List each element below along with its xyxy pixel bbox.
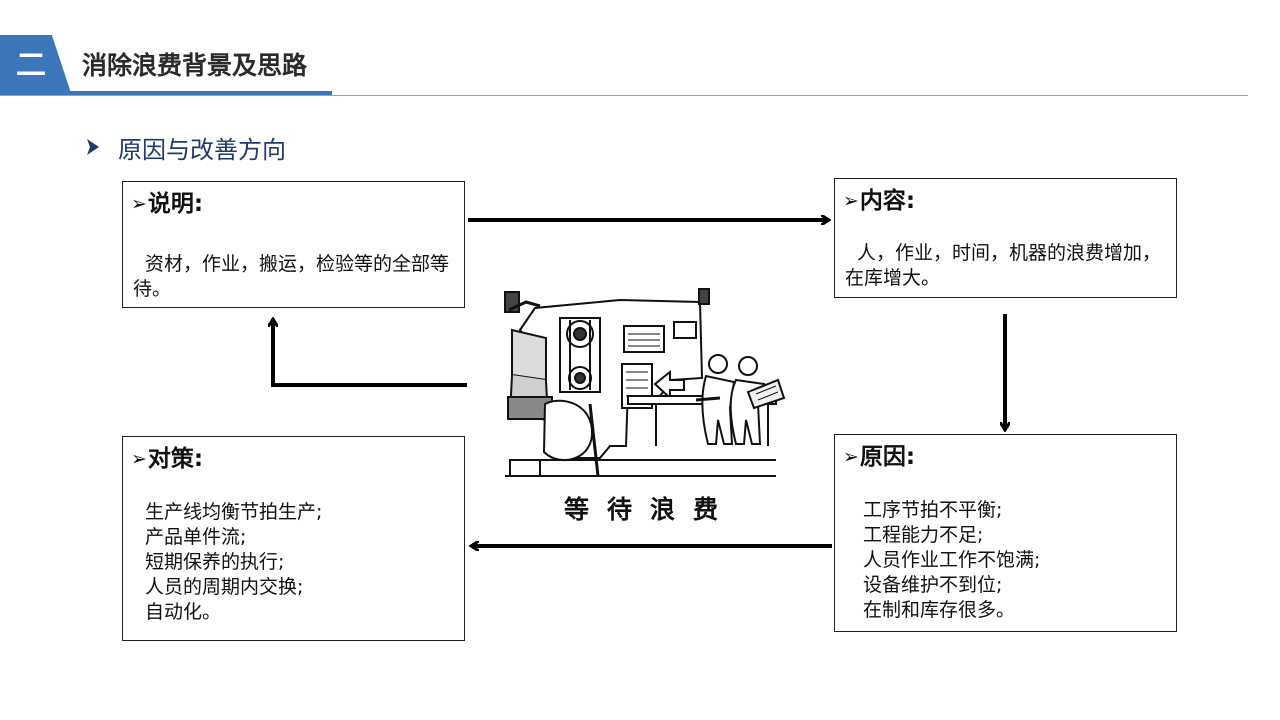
cause-item: 工程能力不足; <box>863 524 984 546</box>
arrow-back-to-explain <box>273 320 467 387</box>
countermeasure-item: 自动化。 <box>145 601 222 623</box>
content-heading: ➢ 内容: <box>843 185 915 217</box>
cause-item: 人员作业工作不饱满; <box>863 549 1041 571</box>
chevron-right-icon <box>87 139 99 155</box>
explanation-text: 资材，作业，搬运，检验等的全部等待。 <box>133 253 450 300</box>
section-number: 二 <box>16 48 46 83</box>
title-underline-accent <box>70 91 332 96</box>
cause-item: 设备维护不到位; <box>863 574 1003 596</box>
page-title: 消除浪费背景及思路 <box>82 51 308 80</box>
section-subtitle: 原因与改善方向 <box>82 130 286 164</box>
waiting-machine-illustration <box>504 288 786 477</box>
content-title: 内容: <box>859 188 916 214</box>
countermeasure-item: 产品单件流; <box>145 526 247 548</box>
countermeasure-item: 人员的周期内交换; <box>145 576 304 598</box>
causes-list: 工序节拍不平衡; 工程能力不足; 人员作业工作不饱满; 设备维护不到位; 在制和… <box>863 498 1040 623</box>
content-body: 人，作业，时间，机器的浪费增加，在库增大。 <box>845 241 1169 291</box>
arrowhead-bullet-icon: ➢ <box>843 190 859 212</box>
content-box: ➢ 内容: 人，作业，时间，机器的浪费增加，在库增大。 <box>834 178 1177 298</box>
explanation-box: ➢ 说明: 资材，作业，搬运，检验等的全部等待。 <box>122 181 465 308</box>
countermeasures-list: 生产线均衡节拍生产; 产品单件流; 短期保养的执行; 人员的周期内交换; 自动化… <box>145 500 322 625</box>
cause-item: 在制和库存很多。 <box>863 599 1016 621</box>
arrowhead-bullet-icon: ➢ <box>843 446 859 468</box>
causes-heading: ➢ 原因: <box>843 441 915 473</box>
causes-title: 原因: <box>859 444 916 470</box>
explanation-body: 资材，作业，搬运，检验等的全部等待。 <box>133 252 455 302</box>
explanation-title: 说明: <box>147 191 204 217</box>
arrowhead-bullet-icon: ➢ <box>131 448 147 470</box>
content-text: 人，作业，时间，机器的浪费增加，在库增大。 <box>845 242 1162 289</box>
countermeasures-title: 对策: <box>147 446 204 472</box>
causes-box: ➢ 原因: 工序节拍不平衡; 工程能力不足; 人员作业工作不饱满; 设备维护不到… <box>834 434 1177 632</box>
arrowhead-bullet-icon: ➢ <box>131 193 147 215</box>
title-divider <box>0 95 1248 96</box>
subtitle-text: 原因与改善方向 <box>118 135 286 164</box>
countermeasure-item: 短期保养的执行; <box>145 551 285 573</box>
countermeasure-item: 生产线均衡节拍生产; <box>145 501 323 523</box>
countermeasures-heading: ➢ 对策: <box>131 443 203 475</box>
explanation-heading: ➢ 说明: <box>131 188 203 220</box>
cause-item: 工序节拍不平衡; <box>863 499 1003 521</box>
illustration-caption: 等待浪费 <box>563 495 736 524</box>
countermeasures-box: ➢ 对策: 生产线均衡节拍生产; 产品单件流; 短期保养的执行; 人员的周期内交… <box>122 436 465 641</box>
